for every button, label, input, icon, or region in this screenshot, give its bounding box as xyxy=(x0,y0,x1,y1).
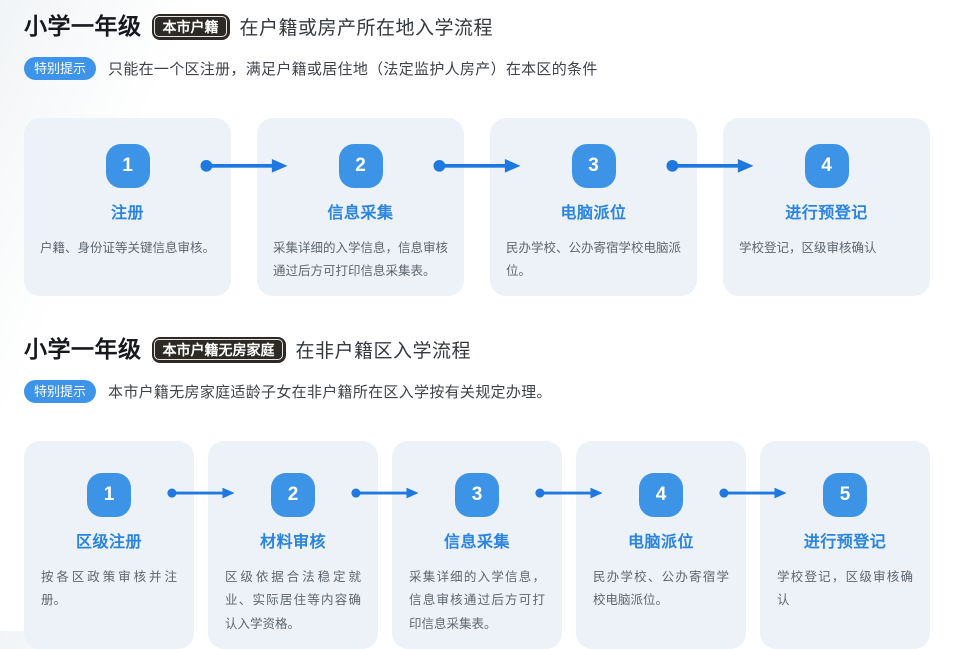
category-badge: 本市户籍无房家庭 xyxy=(151,336,286,363)
step-card: 4 进行预登记学校登记，区级审核确认 xyxy=(723,117,930,297)
step-title: 区级注册 xyxy=(75,533,142,551)
step-description: 学校登记，区级审核确认 xyxy=(739,240,877,255)
step-title: 进行预登记 xyxy=(803,533,887,551)
steps-row: 1 注册户籍、身份证等关键信息审核。 2 信息采集采集详细的入学信息，信息审核通过后方… xyxy=(24,117,930,297)
step-description: 户籍、身份证等关键信息审核。 xyxy=(40,240,216,255)
step-number-badge: 4 xyxy=(639,472,683,517)
section-local-household: 小学一年级 本市户籍 在户籍或房产所在地入学流程 特别提示 只能在一个区注册，满… xyxy=(24,13,930,297)
heading-description: 在非户籍区入学流程 xyxy=(295,341,472,363)
step-number-badge: 2 xyxy=(271,472,315,517)
special-tip: 特别提示 只能在一个区注册，满足户籍或居住地（法定监护人房产）在本区的条件 xyxy=(24,56,930,80)
step-card: 4 电脑派位民办学校、公办寄宿学校电脑派位。 xyxy=(576,440,746,649)
flow-arrow-icon xyxy=(535,441,603,649)
heading-description: 在户籍或房产所在地入学流程 xyxy=(239,18,494,40)
step-description: 采集详细的入学信息，信息审核通过后方可打印信息采集表。 xyxy=(273,240,449,279)
flow-arrow-icon xyxy=(167,441,235,649)
tip-badge: 特别提示 xyxy=(24,379,97,403)
step-card: 3 电脑派位民办学校、公办寄宿学校电脑派位。 xyxy=(490,117,697,297)
category-badge: 本市户籍 xyxy=(151,13,230,40)
step-number-badge: 3 xyxy=(571,143,616,188)
flow-arrow-icon xyxy=(666,118,754,297)
step-title: 材料审核 xyxy=(259,533,326,551)
section-no-house-family: 小学一年级 本市户籍无房家庭 在非户籍区入学流程 特别提示 本市户籍无房家庭适龄… xyxy=(24,336,930,649)
step-card: 3 信息采集采集详细的入学信息，信息审核通过后方可打印信息采集表。 xyxy=(392,440,562,649)
step-title: 电脑派位 xyxy=(560,204,627,222)
special-tip: 特别提示 本市户籍无房家庭适龄子女在非户籍所在区入学按有关规定办理。 xyxy=(24,379,930,403)
flow-arrow-icon xyxy=(351,441,419,649)
step-description: 区级依据合法稳定就业、实际居住等内容确认入学资格。 xyxy=(225,569,361,632)
step-title: 信息采集 xyxy=(327,204,394,222)
step-card: 2 材料审核区级依据合法稳定就业、实际居住等内容确认入学资格。 xyxy=(208,440,378,649)
step-title: 电脑派位 xyxy=(627,533,694,551)
step-description: 学校登记，区级审核确认 xyxy=(777,569,913,608)
step-description: 民办学校、公办寄宿学校电脑派位。 xyxy=(593,569,729,608)
step-number-badge: 1 xyxy=(105,143,150,188)
step-card: 5 进行预登记学校登记，区级审核确认 xyxy=(760,440,930,649)
step-card: 2 信息采集采集详细的入学信息，信息审核通过后方可打印信息采集表。 xyxy=(257,117,464,297)
step-description: 民办学校、公办寄宿学校电脑派位。 xyxy=(506,240,682,279)
step-number-badge: 3 xyxy=(455,472,499,517)
grade-title: 小学一年级 xyxy=(24,13,142,39)
tip-badge: 特别提示 xyxy=(24,56,97,80)
step-card: 1 区级注册按各区政策审核并注册。 xyxy=(24,440,194,649)
tip-text: 本市户籍无房家庭适龄子女在非户籍所在区入学按有关规定办理。 xyxy=(108,383,552,401)
step-description: 采集详细的入学信息，信息审核通过后方可打印信息采集表。 xyxy=(409,569,545,632)
flow-arrow-icon xyxy=(200,118,288,297)
step-title: 信息采集 xyxy=(443,533,510,551)
step-title: 进行预登记 xyxy=(785,204,868,222)
step-number-badge: 2 xyxy=(338,143,383,188)
step-card: 1 注册户籍、身份证等关键信息审核。 xyxy=(24,117,231,297)
flow-arrow-icon xyxy=(433,118,521,297)
step-title: 注册 xyxy=(110,204,144,222)
section-heading: 小学一年级 本市户籍 在户籍或房产所在地入学流程 xyxy=(24,13,930,41)
step-number-badge: 1 xyxy=(87,472,131,517)
step-description: 按各区政策审核并注册。 xyxy=(41,569,177,608)
step-number-badge: 4 xyxy=(804,143,849,188)
section-heading: 小学一年级 本市户籍无房家庭 在非户籍区入学流程 xyxy=(24,336,930,364)
steps-row: 1 区级注册按各区政策审核并注册。 2 材料审核区级依据合法稳定就业、实际居住等内容确… xyxy=(24,440,930,649)
grade-title: 小学一年级 xyxy=(24,336,142,363)
tip-text: 只能在一个区注册，满足户籍或居住地（法定监护人房产）在本区的条件 xyxy=(108,60,598,78)
flow-arrow-icon xyxy=(719,441,787,649)
step-number-badge: 5 xyxy=(823,472,867,517)
